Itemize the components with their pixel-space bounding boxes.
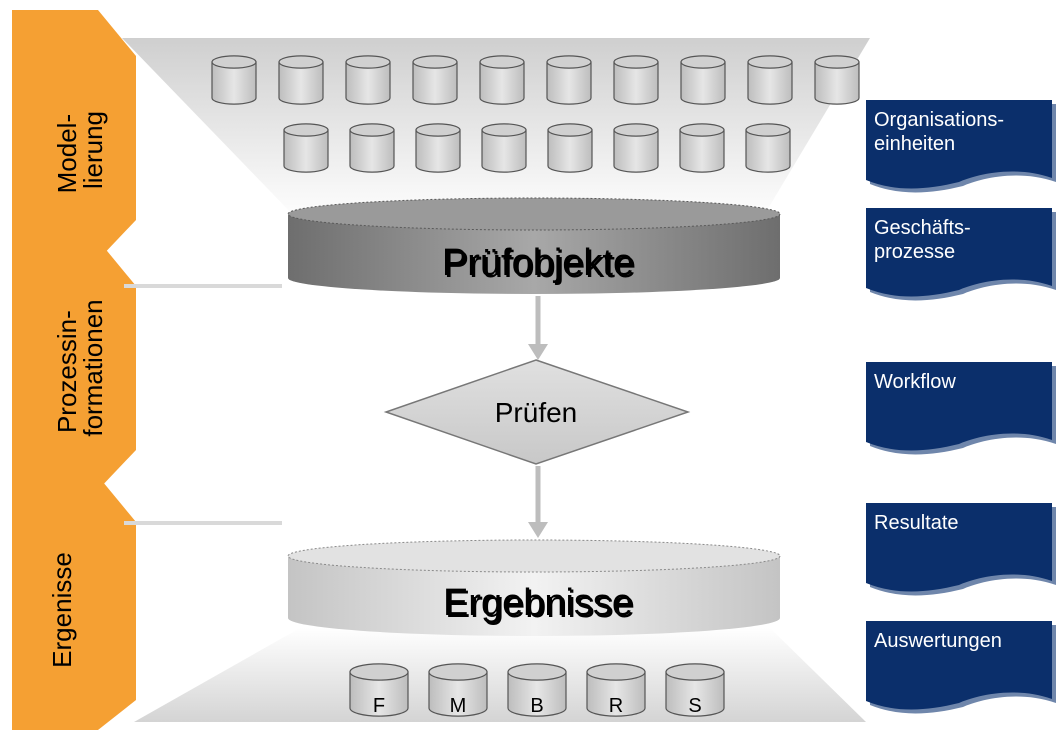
input-object-cylinder [415, 123, 461, 173]
input-object-cylinder [747, 55, 793, 105]
document-list: Organisations-einheitenGeschäfts-prozess… [866, 100, 1056, 714]
result-store-s: S [665, 663, 725, 717]
pruefobjekte-store: Prüfobjekte Prüfobjekte [287, 197, 781, 294]
result-store-m: M [428, 663, 488, 717]
pruefen-decision: Prüfen [383, 359, 691, 465]
phase-band-prozessinformationen: Prozessin- formationen [12, 240, 136, 490]
input-object-cylinder [547, 123, 593, 173]
input-object-cylinder [278, 55, 324, 105]
input-object-cylinder [613, 123, 659, 173]
result-store-label: R [609, 695, 623, 717]
input-object-cylinder [613, 55, 659, 105]
phase-band-modelierung: Model- lierung [12, 10, 136, 260]
result-store-label: F [373, 695, 385, 717]
ergebnisse-label-front: Ergebnisse [443, 582, 633, 624]
document-resultate: Resultate [866, 503, 1056, 596]
phase-label-ergebnisse: Ergenisse [47, 552, 77, 668]
input-object-cylinders [211, 55, 860, 173]
document-workflow: Workflow [866, 362, 1056, 455]
input-object-cylinder [745, 123, 791, 173]
arrow-to-ergebnisse [528, 466, 548, 538]
result-store-r: R [586, 663, 646, 717]
document-label-resultate: Resultate [874, 512, 959, 534]
phase-band-ergebnisse: Ergenisse [12, 476, 136, 730]
input-object-cylinder [814, 55, 860, 105]
phase-separators [124, 284, 282, 525]
input-object-cylinder [412, 55, 458, 105]
result-store-label: M [450, 695, 467, 717]
input-object-cylinder [345, 55, 391, 105]
output-funnel [134, 628, 866, 722]
document-organisationseinheiten: Organisations-einheiten [866, 100, 1056, 193]
input-object-cylinder [479, 55, 525, 105]
ergebnisse-label: Ergebnisse [445, 584, 635, 626]
input-object-cylinder [680, 55, 726, 105]
input-object-cylinder [349, 123, 395, 173]
pruefobjekte-label-front: Prüfobjekte [442, 242, 634, 284]
result-store-f: F [349, 663, 409, 717]
document-label-auswertungen: Auswertungen [874, 630, 1002, 652]
input-object-cylinder [481, 123, 527, 173]
phase-label-modelierung: Model- lierung [52, 107, 108, 194]
document-label-geschaeftsprozesse: Geschäfts-prozesse [874, 217, 971, 263]
result-store-label: B [530, 695, 543, 717]
input-object-cylinder [679, 123, 725, 173]
result-store-label: S [688, 695, 701, 717]
document-auswertungen: Auswertungen [866, 621, 1056, 714]
input-object-cylinder [283, 123, 329, 173]
document-label-workflow: Workflow [874, 371, 956, 393]
result-store-b: B [507, 663, 567, 717]
document-label-organisationseinheiten: Organisations-einheiten [874, 109, 1004, 155]
ergebnisse-store: Ergebnisse Ergebnisse [287, 539, 781, 636]
arrow-to-pruefen [528, 296, 548, 360]
phase-label-prozessinformationen: Prozessin- formationen [52, 299, 108, 436]
pruefobjekte-label: Prüfobjekte [444, 244, 636, 286]
input-object-cylinder [546, 55, 592, 105]
input-object-cylinder [211, 55, 257, 105]
pruefen-label: Prüfen [495, 397, 578, 428]
document-geschaeftsprozesse: Geschäfts-prozesse [866, 208, 1056, 301]
